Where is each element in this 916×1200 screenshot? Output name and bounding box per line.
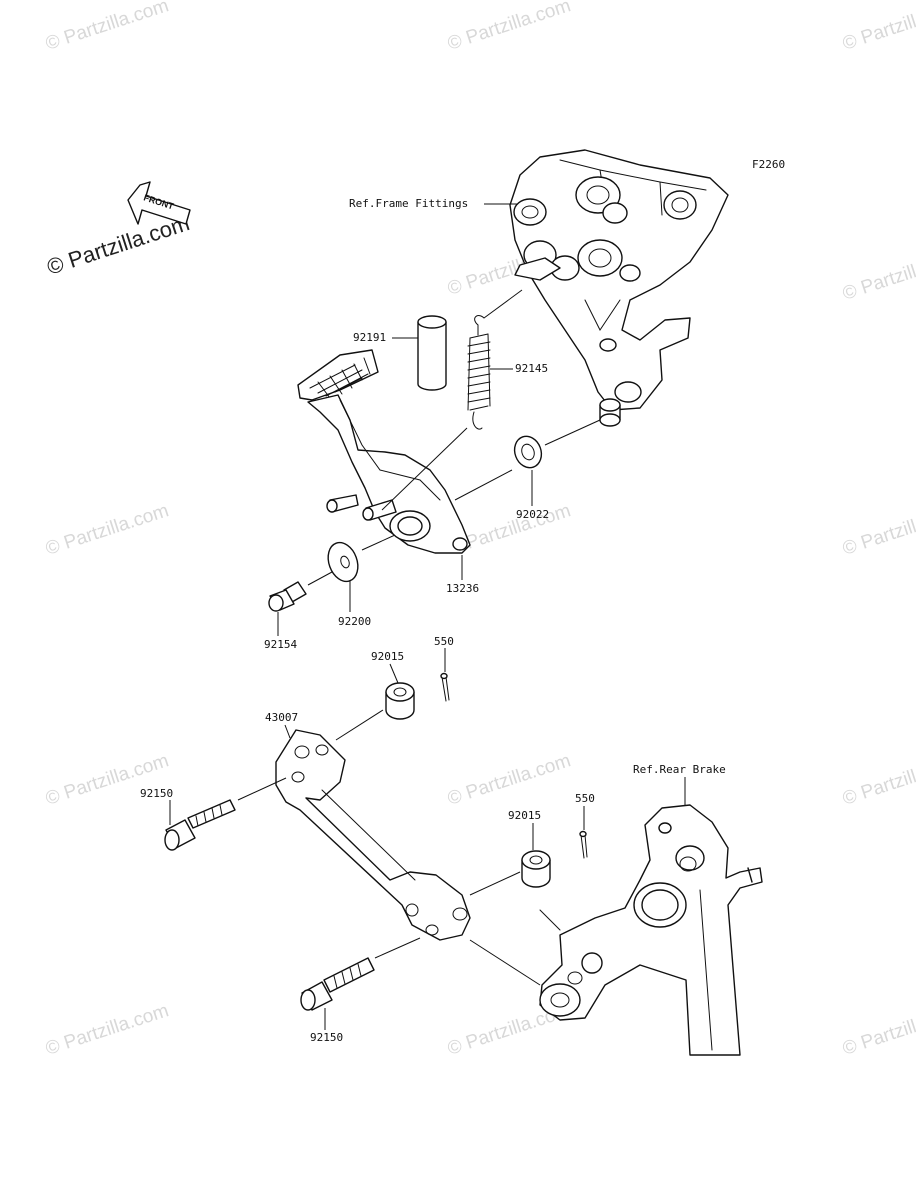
watermark: © Partzilla.com xyxy=(43,750,171,810)
ref-rear-brake-label: Ref.Rear Brake xyxy=(633,763,726,776)
rear-brake-part xyxy=(539,804,763,1056)
watermark: © Partzilla.com xyxy=(840,0,916,55)
part-label-92022: 92022 xyxy=(516,508,549,521)
part-92150-bolt-bottom xyxy=(300,957,375,1011)
diagram-code: F2260 xyxy=(752,158,785,171)
part-550-cotter-pin-bottom xyxy=(579,830,588,859)
watermark: © Partzilla.com xyxy=(445,0,573,55)
part-label-550-top: 550 xyxy=(434,635,454,648)
part-92154-bolt xyxy=(268,581,307,612)
part-label-92015-bottom: 92015 xyxy=(508,809,541,822)
brake-pedal-part xyxy=(297,349,471,554)
watermark: © Partzilla.com xyxy=(840,1000,916,1060)
part-label-550-bottom: 550 xyxy=(575,792,595,805)
part-label-92150-top: 92150 xyxy=(140,787,173,800)
part-label-43007: 43007 xyxy=(265,711,298,724)
part-label-92150-bottom: 92150 xyxy=(310,1031,343,1044)
watermark: © Partzilla.com xyxy=(840,245,916,305)
part-92150-bolt-top xyxy=(164,799,236,851)
part-label-92191: 92191 xyxy=(353,331,386,344)
watermark: © Partzilla.com xyxy=(43,500,171,560)
part-92200-washer xyxy=(327,541,359,583)
watermark: © Partzilla.com xyxy=(445,750,573,810)
frame-fittings-part xyxy=(509,149,729,427)
part-92022-washer xyxy=(513,435,543,469)
watermark: © Partzilla.com xyxy=(840,500,916,560)
watermark: © Partzilla.com xyxy=(43,0,171,55)
part-43007-rod xyxy=(275,729,471,941)
watermark: © Partzilla.com xyxy=(43,1000,171,1060)
part-92145-spring xyxy=(467,315,491,430)
watermark: © Partzilla.com xyxy=(840,750,916,810)
part-550-cotter-pin-top xyxy=(440,672,450,702)
part-label-92015-top: 92015 xyxy=(371,650,404,663)
part-label-92145: 92145 xyxy=(515,362,548,375)
part-label-92200: 92200 xyxy=(338,615,371,628)
part-label-92154: 92154 xyxy=(264,638,297,651)
part-92015-collar-top xyxy=(385,682,415,720)
part-92191-sleeve xyxy=(417,315,447,391)
partzilla-logo-text: © Partzilla.com xyxy=(44,210,193,280)
part-label-13236: 13236 xyxy=(446,582,479,595)
ref-frame-fittings-label: Ref.Frame Fittings xyxy=(349,197,468,210)
part-92015-collar-bottom xyxy=(521,850,551,888)
